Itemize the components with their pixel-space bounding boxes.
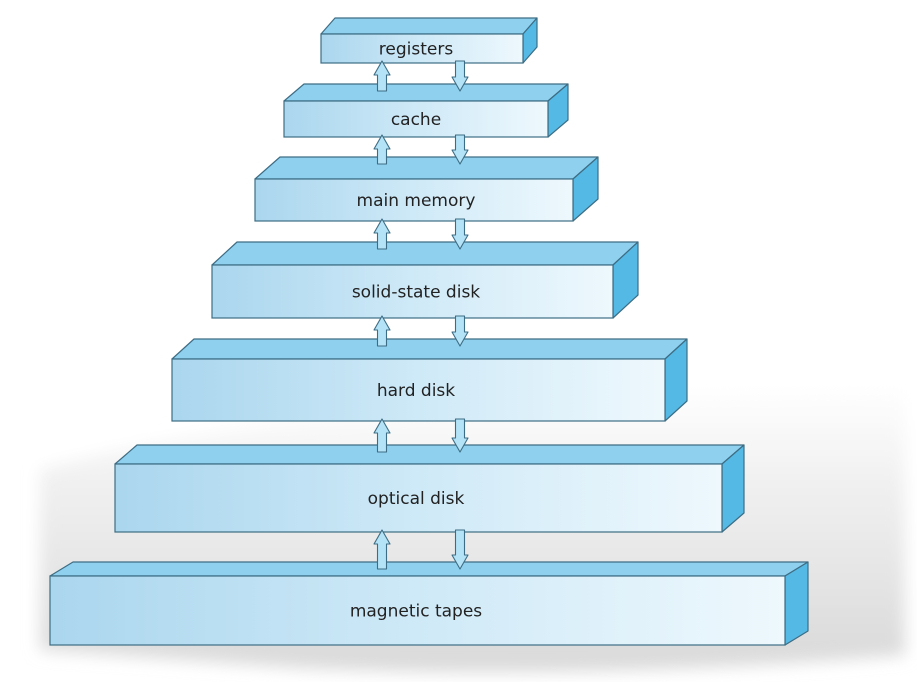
level-front-face <box>114 463 723 533</box>
up-arrow-icon <box>373 60 391 92</box>
level-magnetic-tapes: magnetic tapes <box>49 561 809 646</box>
level-label: optical disk <box>368 489 465 509</box>
down-arrow-icon <box>451 418 469 453</box>
up-arrow-icon <box>373 218 391 250</box>
level-label: main memory <box>357 191 476 211</box>
level-top-face <box>49 561 809 577</box>
level-front-face <box>320 33 524 64</box>
level-top-face <box>114 444 745 465</box>
down-arrow-icon <box>451 60 469 92</box>
level-top-face <box>283 83 569 102</box>
level-front-face <box>49 575 786 646</box>
down-arrow-icon <box>451 218 469 250</box>
level-cache: cache <box>283 83 569 138</box>
level-optical-disk: optical disk <box>114 444 745 533</box>
level-main-memory: main memory <box>254 156 599 222</box>
up-arrow-icon <box>373 529 391 570</box>
level-label: solid-state disk <box>352 283 480 303</box>
level-top-face <box>320 17 538 35</box>
level-top-face <box>211 241 639 266</box>
down-arrow-icon <box>451 315 469 347</box>
up-arrow-icon <box>373 315 391 347</box>
level-front-face <box>283 100 549 138</box>
level-front-face <box>254 178 574 222</box>
up-arrow-icon <box>373 134 391 165</box>
level-top-face <box>254 156 599 180</box>
level-label: registers <box>379 40 454 60</box>
level-label: magnetic tapes <box>350 602 482 622</box>
level-front-face <box>211 264 614 319</box>
level-side-face <box>784 561 809 646</box>
level-label: hard disk <box>377 381 455 401</box>
level-top-face <box>171 338 688 360</box>
level-label: cache <box>391 110 441 130</box>
level-solid-state-disk: solid-state disk <box>211 241 639 319</box>
down-arrow-icon <box>451 529 469 570</box>
up-arrow-icon <box>373 418 391 453</box>
level-front-face <box>171 358 666 422</box>
down-arrow-icon <box>451 134 469 165</box>
level-registers: registers <box>320 17 538 64</box>
level-hard-disk: hard disk <box>171 338 688 422</box>
